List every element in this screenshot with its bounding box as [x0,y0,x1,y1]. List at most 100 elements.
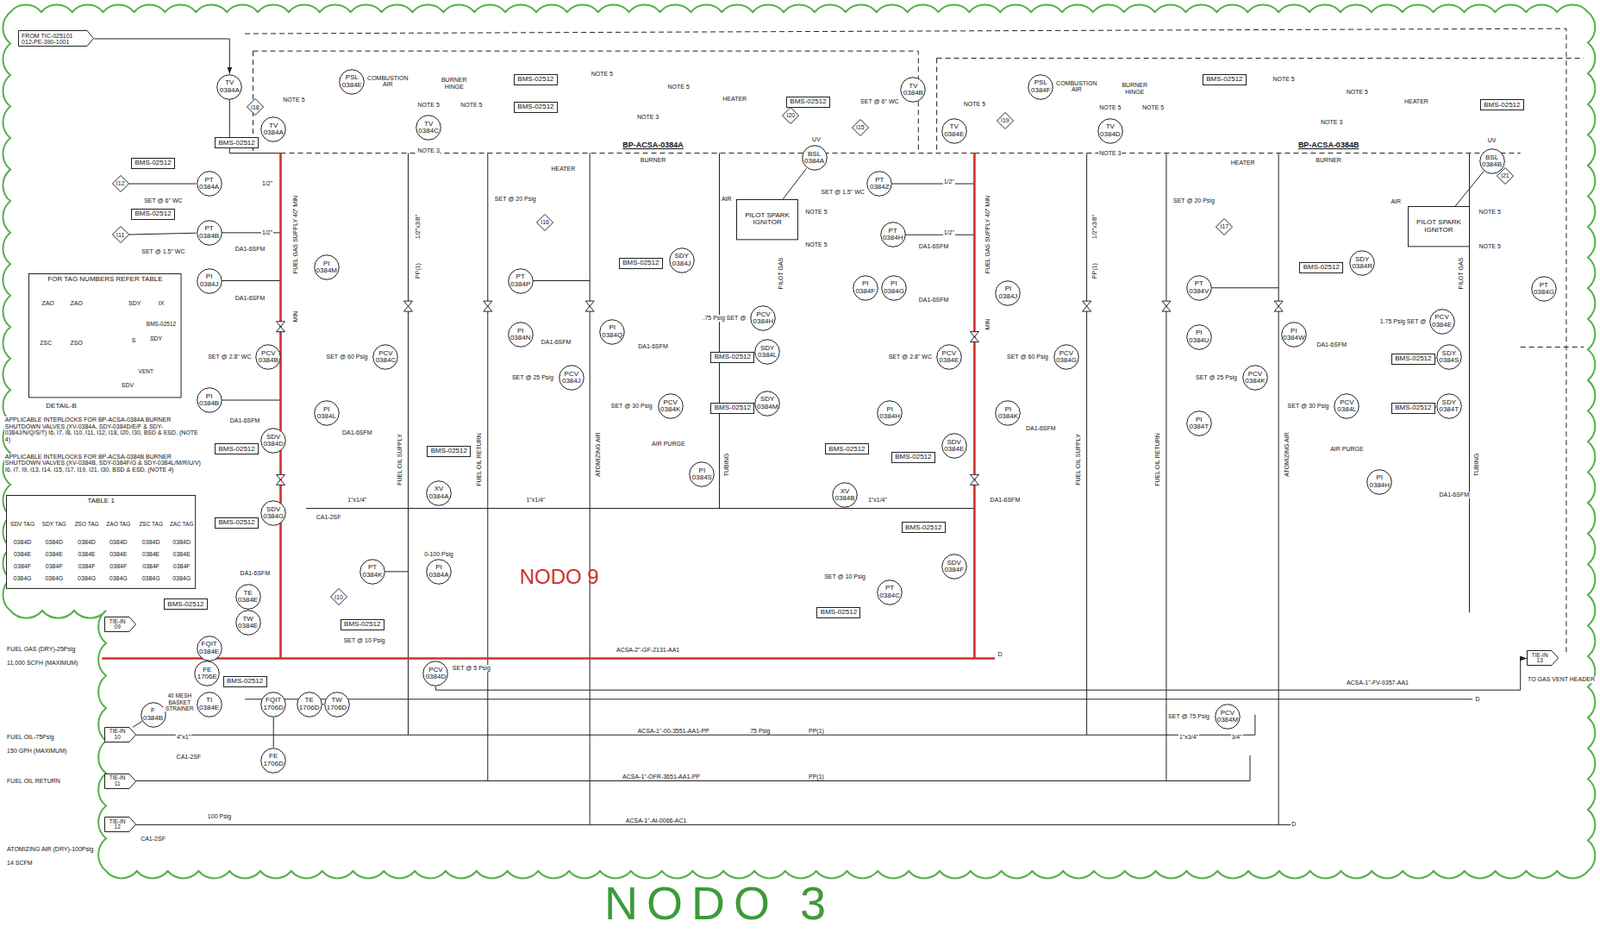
label-text: DA1-6SFM [229,417,262,425]
label-text: 0-100 Psig [423,550,454,558]
label-text: HEATER [721,95,748,103]
node-text: PI 0384L [315,406,338,421]
bubble-circle [261,500,287,526]
instrument-bubble: TW 1706D [324,691,350,718]
node-text: F 0384B [142,706,165,722]
label-text: 1/2"x3/8" [414,213,422,240]
instrument-bubble: TV 0384B [900,76,926,103]
label-text: PILOT GAS [777,256,785,291]
interlock-diamond: I12 [112,175,130,193]
instrument-bubble: TE 0384E [235,583,262,610]
label-text: NOTE 5 [416,101,440,109]
node-text: PCV 0384K [1243,370,1267,386]
bubble-circle [416,115,442,141]
bubble-circle [296,691,322,717]
flag-outline [1527,650,1559,666]
label-text: FUEL OIL SUPPLY [396,432,404,487]
bubble-circle [423,661,449,687]
bubble-circle [194,661,220,687]
bms-box: BMS-02512 [223,675,268,688]
instrument-bubble: PCV 0384M [1214,703,1241,730]
label-text: ZSO [69,339,84,347]
instrument-bubble: PI 0384T [1186,410,1213,437]
bubble-circle [217,74,243,100]
instrument-bubble: PI 0384K [994,400,1021,426]
label-text: SET @ 10 Psig [823,573,867,581]
valve-symbol [1274,300,1283,312]
label-text: 1/2" [261,180,274,188]
valve-symbol [276,474,286,485]
instrument-bubble: PCV 0384C [372,343,399,370]
bubble-circle [507,322,533,348]
bubble-circle [196,220,222,246]
node-text: PSL 0384F [1029,79,1052,94]
note-box: TABLE 1 [6,494,196,589]
label-text: 14 SCFM [6,860,34,868]
label-text: D [1290,821,1297,829]
label-text: PP(1) [807,773,825,781]
bubble-circle [314,400,340,426]
interlock-diamond: I19 [996,112,1014,130]
diamond-outline [996,112,1013,129]
instrument-bubble: PSL 0384E [338,68,365,95]
box-outline [223,676,267,688]
node-text: BMS-02512 [1483,101,1520,109]
label-text: 0384E [76,550,96,558]
signal-connector [1455,171,1484,207]
label-text: SET @ 1.5" WC [140,249,186,257]
instrument-bubble: PI 0384M [313,254,340,281]
node-highlight-line [101,656,995,660]
label-text: IX [157,300,166,307]
label-text: ZAO [69,300,84,307]
instrument-bubble: SDV 0384E [941,432,968,459]
box-outline [1407,206,1469,247]
label-text: SET @ 20 Psig [1172,197,1216,205]
label-text: SET @ 6" WC [859,99,900,107]
node-text: PCV 0384H [751,311,775,326]
node-text: I17 [1220,223,1230,230]
bms-box: BMS-02512 [901,521,946,533]
node-text: BMS-02512 [894,453,932,461]
label-text: DETAIL-B [44,402,77,411]
node-text: PI 0384S [690,467,713,482]
node-text: TV 0384B [901,82,925,98]
instrument-bubble: SDY 0384J [668,247,695,274]
pipe-line [281,152,975,154]
node-text: SDV 0384F [943,559,966,575]
pipe-line [253,50,919,153]
label-text: NOTE 3 [1319,118,1344,126]
label-text: ATOMIZING AIR [1283,431,1291,477]
bms-box: BMS-02512 [786,96,831,108]
bubble-circle [1367,468,1393,494]
node-text: FQIT 0384E [198,640,221,656]
box-outline [6,495,196,589]
box-outline [29,274,182,398]
pipe-line [487,153,488,782]
label-text: FUEL GAS SUPPLY 40" MIN [292,194,300,275]
node-text: PI 0384T [1187,416,1211,432]
label-text: ZAO TAG [105,521,132,528]
instrument-bubble: FE 1706E [193,660,220,687]
bubble-circle [900,77,926,103]
instrument-bubble: PCV 0384H [750,305,776,332]
instrument-bubble: PCV 0384E [936,343,963,370]
bubble-circle [196,635,222,661]
revision-cloud [2,5,1595,879]
label-text: BURNER [639,156,668,164]
valve-symbol [483,300,493,312]
label-text: 0384E [141,550,161,558]
label-text: 0384D [12,538,33,546]
box-outline [131,157,175,169]
node-text: BSL 0384B [1481,154,1504,169]
bubble-circle [196,268,222,294]
flag-outline [18,31,94,47]
bubble-circle [1350,250,1375,276]
label-text: CA1-2SF [315,513,343,521]
node-text: I20 [786,112,795,119]
interlock-diamond: I17 [1215,218,1233,236]
label-text: NOTE 5 [1141,105,1165,113]
signal-connector [93,38,230,75]
label-text: AIR [720,195,733,203]
bubble-circle [880,222,906,248]
